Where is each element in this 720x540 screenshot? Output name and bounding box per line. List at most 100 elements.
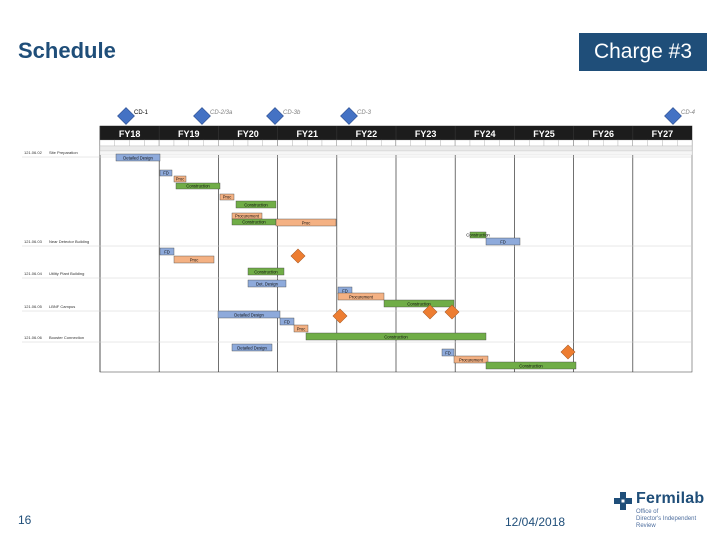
gantt-bar-label: FD (284, 320, 290, 325)
logo-tagline: Director's Independent Review (636, 516, 697, 529)
quarter-cell (99, 139, 115, 147)
quarter-cell (218, 139, 234, 147)
gantt-bar-label: Construction (254, 270, 278, 275)
gantt-bar (175, 182, 221, 190)
gantt-bar-label: Proc (302, 221, 311, 226)
gantt-bar (219, 193, 235, 201)
quarter-cell (144, 139, 160, 147)
orange-milestone-diamond (332, 308, 348, 324)
gantt-bar (453, 355, 489, 364)
gantt-bar-label: Proc (223, 195, 232, 200)
row-label: Near Detector Building (49, 239, 89, 244)
milestone-diamond (664, 107, 682, 125)
gantt-bar (231, 343, 273, 352)
gantt-bar-label: Construction (244, 203, 268, 208)
charge-badge: Charge #3 (579, 33, 707, 71)
quarter-cell (203, 139, 219, 147)
gantt-bar-label: Detailed Design (237, 346, 267, 351)
orange-milestone-diamond (422, 304, 438, 320)
quarter-cell (425, 139, 441, 147)
quarter-cell (247, 139, 263, 147)
quarter-cell (617, 139, 633, 147)
quarter-cell (440, 139, 456, 147)
quarter-cell (336, 139, 352, 147)
quarter-cell (455, 139, 471, 147)
logo-sub-1: Office of (636, 509, 659, 515)
milestone-label: CD-2/3a (210, 110, 233, 116)
row-label: LBNF Campus (49, 304, 75, 309)
row-id: 121.06.03 (24, 239, 43, 244)
quarter-cell (499, 139, 515, 147)
gantt-bar-label: Detailed Design (123, 156, 153, 161)
gantt-bar (247, 279, 287, 288)
gantt-bar-label: Construction (466, 233, 490, 238)
fy-label: FY19 (178, 129, 200, 139)
quarter-cell (558, 139, 574, 147)
gantt-bar (441, 348, 455, 357)
gantt-bar (293, 324, 309, 333)
page-number: 16 (18, 513, 32, 527)
gantt-bar-label: Proc (297, 327, 306, 332)
quarter-cell (173, 139, 189, 147)
fy-label: FY27 (652, 129, 674, 139)
gantt-bar (159, 169, 173, 177)
gantt-bar (305, 332, 487, 341)
fy-label: FY21 (296, 129, 318, 139)
fy-label: FY20 (237, 129, 259, 139)
calendar-band (99, 145, 693, 152)
quarter-cell (484, 139, 500, 147)
quarter-cell (573, 139, 589, 147)
quarter-cell (262, 139, 278, 147)
quarter-cell (395, 139, 411, 147)
quarter-cell (366, 139, 382, 147)
gantt-bar (279, 317, 295, 326)
row-label: Site Preparation (49, 150, 78, 155)
milestone-label: CD-4 (681, 110, 696, 116)
page-title: Schedule (18, 38, 116, 63)
logo-name: Fermilab (636, 490, 705, 507)
gantt-bar (217, 310, 281, 319)
quarter-cell (529, 139, 545, 147)
gantt-bar (383, 299, 455, 308)
gantt-bar-label: FD (164, 250, 170, 255)
date-band (99, 150, 693, 156)
row-id: 121.06.06 (24, 335, 43, 340)
gantt-bar (159, 247, 175, 256)
milestone-label: CD-3b (283, 110, 301, 116)
fermilab-mark-icon (614, 492, 632, 510)
gantt-bar-label: Procurement (459, 358, 484, 363)
gantt-bar-label: Procurement (235, 214, 260, 219)
row-id: 121.06.05 (24, 304, 43, 309)
gantt-bar-label: Construction (407, 302, 431, 307)
gantt-bar-label: FD (445, 351, 451, 356)
milestone-diamond (193, 107, 211, 125)
fy-label: FY24 (474, 129, 496, 139)
fy-label: FY26 (592, 129, 614, 139)
gantt-bar (235, 200, 277, 209)
gantt-bar-label: Detailed Design (234, 313, 264, 318)
quarter-cell (543, 139, 559, 147)
gantt-bar (485, 361, 577, 370)
quarter-cell (292, 139, 308, 147)
orange-milestone-diamond (290, 248, 306, 264)
gantt-bar-label: Construction (384, 335, 408, 340)
milestone-label: CD-1 (134, 110, 149, 116)
row-label: Booster Connection (49, 335, 84, 340)
gantt-bar-label: Procurement (349, 295, 374, 300)
quarter-cell (277, 139, 293, 147)
quarter-cell (351, 139, 367, 147)
quarter-cell (321, 139, 337, 147)
gantt-bar (275, 218, 337, 227)
logo-subtitle: Office of Director's Independent Review (636, 509, 714, 530)
quarter-cell (632, 139, 648, 147)
gantt-bar (485, 237, 521, 246)
gantt-bar-label: Construction (186, 184, 210, 189)
fy-label: FY22 (356, 129, 378, 139)
gantt-bar (247, 267, 285, 276)
fy-label: FY23 (415, 129, 437, 139)
quarter-cell (514, 139, 530, 147)
quarter-cell (188, 139, 204, 147)
orange-milestone-diamond (444, 304, 460, 320)
quarter-cell (647, 139, 663, 147)
